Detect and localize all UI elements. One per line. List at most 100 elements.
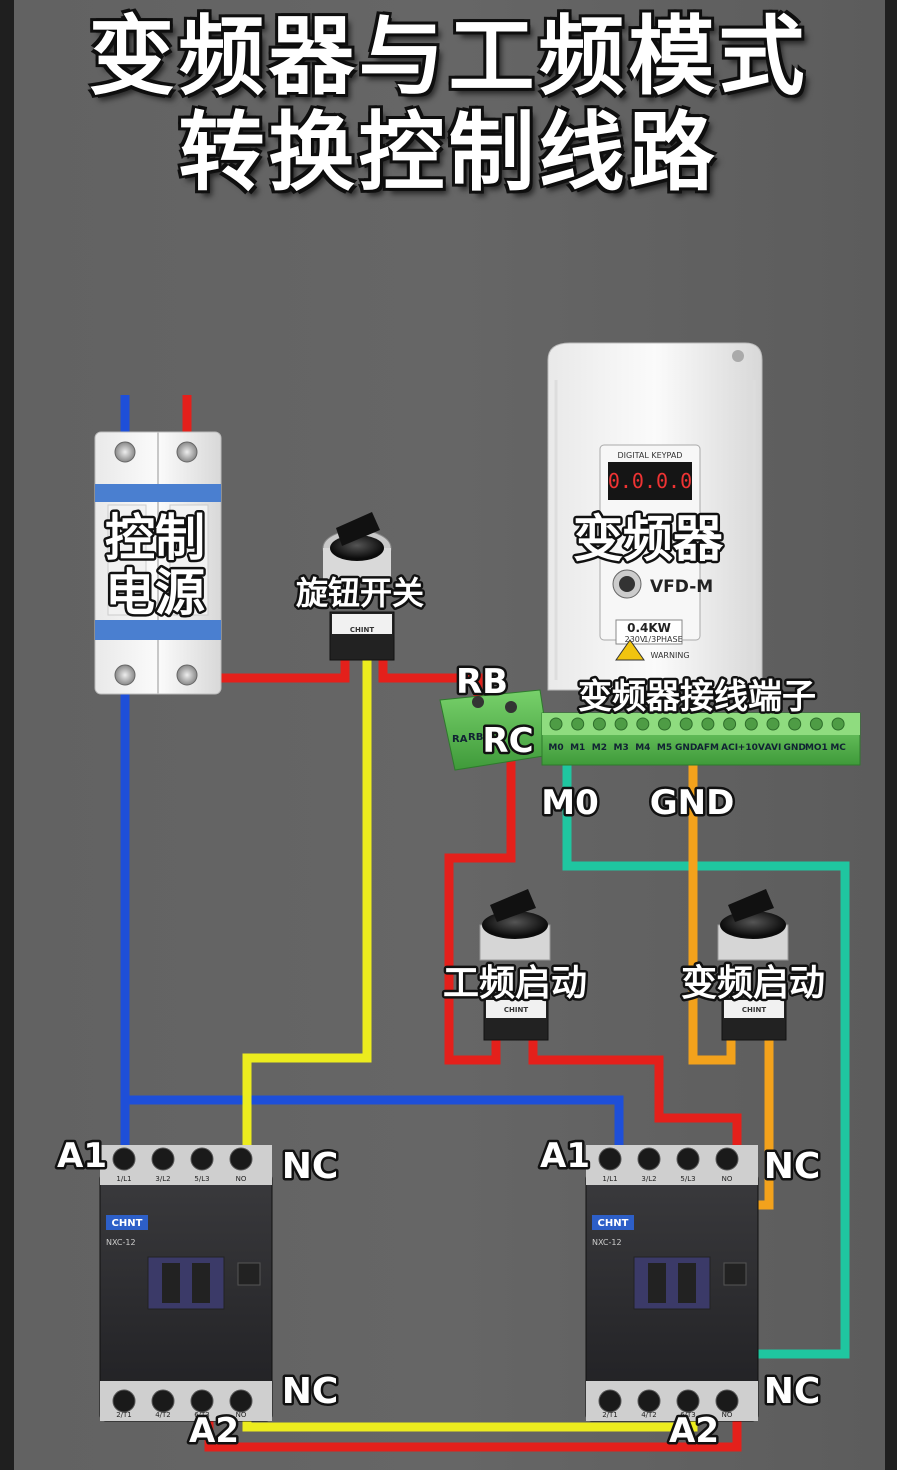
wire-red-switch-to-rb	[378, 660, 483, 700]
terminal-screw	[809, 717, 823, 731]
contactor-bottom-terminal-label: 2/T1	[116, 1411, 132, 1419]
contactor-bottom-screw	[229, 1389, 253, 1413]
terminal-label: MC	[830, 743, 846, 753]
vfd-panel-text: DIGITAL KEYPAD	[618, 451, 683, 460]
terminal-label: M3	[613, 743, 628, 753]
rotary-switch-main	[322, 512, 395, 661]
contactor-top-screw	[676, 1147, 700, 1171]
terminal-screw	[614, 717, 628, 731]
contactor-slider	[648, 1263, 666, 1303]
wire-red-switch-to-right-nc	[528, 1040, 742, 1168]
nc-left-top-label: NC	[282, 1146, 339, 1187]
rb-block-label: RB	[468, 732, 483, 743]
contactor-bottom-terminal-label: 2/T1	[602, 1411, 618, 1419]
gnd-label: GND	[650, 783, 735, 823]
contactor-window	[147, 1256, 225, 1310]
title-line-1: 变频器与工频模式	[88, 7, 809, 107]
m0-label: M0	[541, 783, 599, 823]
contactor-top-screw	[715, 1147, 739, 1171]
contactor-model-text: NXC-12	[106, 1238, 136, 1247]
contactor-top-terminal-label: 5/L3	[194, 1175, 209, 1183]
contactor-bottom-terminal-label: 4/T2	[641, 1411, 657, 1419]
wire-red-breaker-to-switch	[190, 660, 350, 683]
vfd-terminals-label: 变频器接线端子	[578, 677, 816, 717]
terminal-label: GND	[675, 743, 697, 753]
vfd-device	[547, 342, 763, 691]
terminal-label: M4	[635, 743, 650, 753]
switch-brand-text: CHINT	[504, 1006, 528, 1014]
rotary-switch-label: 旋钮开关	[296, 574, 424, 612]
vfd-display-text: 0.0.0.0	[608, 469, 692, 493]
a2-right-label: A2	[669, 1411, 719, 1451]
contactor-brand-text: CHNT	[112, 1218, 143, 1229]
contactor-top-terminal-label: NO	[722, 1175, 733, 1183]
rc-label: RC	[482, 721, 533, 761]
contactor-bottom-terminal-label: 4/T2	[155, 1411, 171, 1419]
contactor-top-screw	[112, 1147, 136, 1171]
wire-orange-gnd	[688, 765, 736, 1065]
contactor-slider	[678, 1263, 696, 1303]
contactor-model-text: NXC-12	[592, 1238, 622, 1247]
contactor-top-terminal-label: 1/L1	[602, 1175, 617, 1183]
contactor-brand-plate	[592, 1215, 634, 1230]
terminal-screw	[744, 717, 758, 731]
control-power-label-2: 电源	[105, 564, 205, 622]
contactor-top-screw	[598, 1147, 622, 1171]
terminal-label: M1	[570, 743, 585, 753]
vfd-start-switch	[717, 889, 789, 1041]
control-power-label-1: 控制	[105, 509, 205, 567]
contactor-slider	[192, 1263, 210, 1303]
terminal-label: +10V	[738, 743, 765, 753]
nc-left-bottom-label: NC	[282, 1371, 339, 1412]
title-line-2: 转换控制线路	[178, 103, 719, 203]
terminal-label: AFM	[697, 743, 719, 753]
contactor-bottom-screw	[112, 1389, 136, 1413]
contactor-bottom-screw	[598, 1389, 622, 1413]
contactor-slider	[162, 1263, 180, 1303]
terminal-screw	[723, 717, 737, 731]
switch-brand-text: CHINT	[742, 1006, 766, 1014]
terminal-label: M0	[548, 743, 563, 753]
wire-teal-m0	[562, 765, 850, 1359]
vfd-model-text: VFD-M	[650, 577, 713, 597]
vfd-voltage-text: 230V	[625, 635, 646, 644]
contactor-top-terminal-label: 5/L3	[680, 1175, 695, 1183]
contactor-brand-plate	[106, 1215, 148, 1230]
contactor-top-screw	[190, 1147, 214, 1171]
control-power-breaker	[94, 431, 222, 695]
terminal-label: M2	[592, 743, 607, 753]
contactor-top-screw	[637, 1147, 661, 1171]
vfd-phase-text: 1/3PHASE	[643, 635, 682, 644]
terminal-screw	[766, 717, 780, 731]
contactor-bottom-terminal-label: NO	[722, 1411, 733, 1419]
contactor-bottom-screw	[151, 1389, 175, 1413]
contactor-bottom-screw	[637, 1389, 661, 1413]
terminal-label: M5	[657, 743, 672, 753]
a1-left-label: A1	[57, 1136, 107, 1176]
contactor-bottom-terminal-label: 6/T3	[194, 1411, 210, 1419]
terminal-screw	[592, 717, 606, 731]
nc-right-top-label: NC	[764, 1146, 821, 1187]
contactor-top-terminal-label: 3/L2	[155, 1175, 170, 1183]
contactor-bottom-screw	[676, 1389, 700, 1413]
switch-brand-text: CHINT	[350, 626, 374, 634]
wire-yellow-switch-to-left-nc	[242, 660, 372, 1168]
terminal-label: MO1	[805, 743, 828, 753]
terminal-label: AVI	[765, 743, 782, 753]
contactor-bottom-terminal-label: NO	[236, 1411, 247, 1419]
contactor-aux-slot	[723, 1262, 747, 1286]
vfd-rating-text: 0.4KW	[627, 621, 671, 635]
nc-right-bottom-label: NC	[764, 1371, 821, 1412]
vfd-start-label: 变频启动	[681, 962, 825, 1004]
rb-block-label: RA	[452, 734, 468, 745]
contactor-bottom-terminal-label: 6/T3	[680, 1411, 696, 1419]
contactor-brand-text: CHNT	[598, 1218, 629, 1229]
rb-block-label: RC	[484, 730, 499, 741]
contactor-top-terminal-label: 3/L2	[641, 1175, 656, 1183]
contactor-top-screw	[151, 1147, 175, 1171]
contactor-bottom-screw	[190, 1389, 214, 1413]
